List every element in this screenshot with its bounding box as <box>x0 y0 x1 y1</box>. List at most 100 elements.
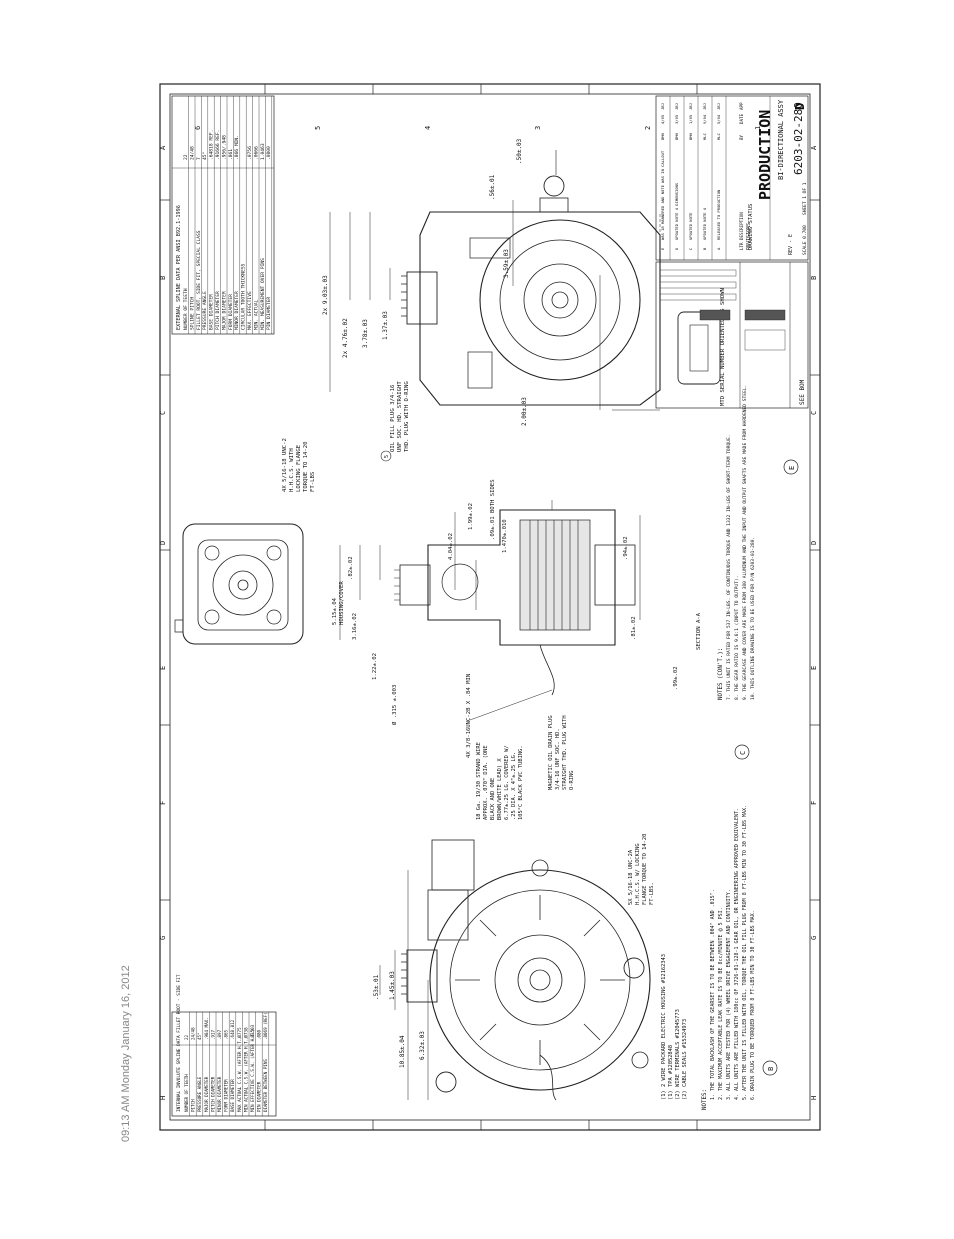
svg-text:5: 5 <box>384 455 390 458</box>
revisions-header: DESCRIPTION <box>739 212 744 240</box>
external-spline-value: .0756 <box>247 146 253 160</box>
external-spline-label: FORM DIAMETER <box>228 294 234 330</box>
dim-4-04: 4.04±.02 <box>448 533 454 560</box>
external-spline-table: EXTERNAL SPLINE DATA PER ANSI B92.1-1996… <box>171 95 275 335</box>
title-block: DRAWING STATUS PRODUCTION BI-DIRECTIONAL… <box>655 96 809 409</box>
external-spline-value: 22 <box>183 154 189 160</box>
bottom-bolt-line: H.H.C.S. W/ LOCKING <box>635 843 641 905</box>
internal-spline-title: INTERNAL INVOLUTE SPLINE DATA FILLET ROO… <box>176 974 182 1112</box>
zone-bottom-g: G <box>810 936 818 940</box>
top-bolt-line: LOCKING FLANGE <box>296 444 302 492</box>
internal-spline-value: .865 <box>224 1029 229 1040</box>
zone-ticks <box>160 84 820 1130</box>
zone-bottom-h: H <box>810 1096 818 1100</box>
internal-spline-label: PITCH DIAMETER <box>210 1076 215 1112</box>
internal-spline-label: MAJOR DIAMETER <box>204 1076 209 1112</box>
dim-10-85: 10.85±.04 <box>399 1035 406 1068</box>
rev-marker-b: B <box>767 1067 775 1071</box>
internal-spline-label: BASE DIAMETER <box>230 1079 235 1112</box>
external-spline-value: .861 <box>228 149 234 160</box>
note-item: 6. DRAIN PLUG TO BE TORQUED FROM 8 FT-LB… <box>750 910 756 1100</box>
revision-cell: C <box>688 248 693 250</box>
dim-3-16: 3.16±.02 <box>352 613 358 640</box>
internal-spline-value: .8069 (REF) <box>263 1012 268 1040</box>
revision-cell: MLC <box>716 133 721 140</box>
revisions-header: LTR <box>739 242 744 250</box>
dim-3-59: 3.59±.03 <box>503 249 510 278</box>
note-continued-item: 7. THIS UNIT IS RATED FOR 537 IN-LBS. OF… <box>726 434 732 700</box>
internal-spline-value: .0738 <box>243 1027 248 1040</box>
drawing-rev: REV - E <box>788 234 794 255</box>
drain-plug-line: O-RING <box>569 771 575 790</box>
internal-spline-value: 24/48 <box>191 1027 196 1040</box>
dim-2-00: 2.00±.03 <box>521 397 528 426</box>
internal-spline-value: .0775 <box>237 1027 242 1040</box>
external-spline-value: 1.0463 <box>260 143 266 160</box>
external-spline-label: MAJOR DIAMETER <box>221 291 227 330</box>
revision-cell: UPDATED NOTE <box>688 212 693 240</box>
top-bolt-line: TORQUE TO 14-20 <box>303 441 309 492</box>
external-spline-label: PIN DIAMETER <box>266 297 272 330</box>
internal-spline-value: .080 <box>257 1029 262 1040</box>
top-bolt-line: H.H.C.S. WITH <box>289 448 295 492</box>
revisions-title: REVISIONS <box>746 223 752 250</box>
internal-spline-label: NUMBER OF TEETH <box>184 1074 189 1112</box>
notes-title: NOTES: <box>702 1089 708 1110</box>
zone-top-f: F <box>159 801 167 805</box>
external-spline-value: 7 <box>196 157 202 160</box>
internal-spline-label: MINOR DIAMETER <box>217 1076 222 1112</box>
rev-marker-e: E <box>788 466 796 470</box>
revision-cell: E <box>660 247 665 250</box>
dim-09: .09±.01 BOTH SIDES <box>490 479 496 540</box>
dim-94: .94±.02 <box>623 536 629 560</box>
bottom-view-drawing <box>379 839 651 1101</box>
drawing-status-label: DRAWING STATUS <box>748 204 754 250</box>
oil-fill-line: UNF SOC. HD. STRAIGHT <box>397 381 403 452</box>
dim-1-99: 1.99±.02 <box>468 503 474 530</box>
external-spline-value: 24/48 <box>189 146 195 160</box>
internal-spline-label: MIN ACTUAL C.S.W. (AFTER H.T.) <box>243 1036 248 1112</box>
dim-56: .56±.01 <box>489 174 496 200</box>
revision-cell: JBJ <box>674 103 679 110</box>
notes-continued-block: NOTES (CON'T.):7. THIS UNIT IS RATED FOR… <box>718 385 756 700</box>
dim-1-470: 1.470±.010 <box>502 519 508 553</box>
internal-spline-value: .984 MAX. <box>204 1017 209 1040</box>
dim-315: Ø .315 ±.003 <box>391 685 398 725</box>
wire-callout-line: .25 DIA. X 4"±.25 LG. <box>511 752 517 820</box>
note-item: 4. ALL UNITS ARE FILLED WITH 180cc OF 37… <box>734 808 740 1100</box>
oil-fill-line: THD. PLUG WITH O-RING <box>404 381 410 452</box>
revision-cell: JBJ <box>716 103 721 110</box>
internal-spline-value: .897 <box>217 1029 222 1040</box>
connector-item: (1) TPA #12052848 <box>668 1045 674 1100</box>
drawing-sheet: SHEET 1 OF 1 <box>802 182 808 215</box>
internal-spline-label: PITCH <box>191 1099 196 1112</box>
zone-left-5: 5 <box>314 126 322 130</box>
external-spline-value: .64818 REF. <box>209 130 215 160</box>
external-spline-title: EXTERNAL SPLINE DATA PER ANSI B92.1-1996 <box>176 205 182 330</box>
housing-dim-line: 5.15±.04 <box>332 597 338 625</box>
revision-cell: 3/05 <box>674 115 679 124</box>
bottom-bolt-line: FT-LBS. <box>649 882 655 905</box>
revision-cell: 5/04 <box>716 114 721 124</box>
dim-99: .99±.02 <box>673 666 679 690</box>
revision-cell: JBJ <box>688 103 693 110</box>
print-timestamp: 09:13 AM Monday January 16, 2012 <box>120 965 132 1142</box>
notes-continued-title: NOTES (CON'T.): <box>718 648 724 700</box>
external-spline-label: PRESSURE ANGLE <box>202 291 208 330</box>
zone-left-6: 6 <box>194 126 202 130</box>
external-spline-value: .0666 <box>253 146 259 160</box>
zone-top-b: B <box>159 276 167 280</box>
revision-cell: BMH <box>688 132 693 140</box>
zone-bottom-f: F <box>810 801 818 805</box>
wire-callout-line: 18 Ga. 19/30 STRAND WIRE <box>476 742 482 820</box>
revisions-header: DATE <box>739 113 744 124</box>
internal-spline-label: PIN DIAMETER <box>257 1081 262 1112</box>
oil-fill-callout: 5 MTD SERIAL NUMBER ORIENTED AS SHOWN OI… <box>380 288 726 462</box>
connector-item: (1) 2 WIRE PACKARD ELECTRIC HOUSING #121… <box>661 954 667 1100</box>
external-spline-value: .0800 <box>266 146 272 160</box>
zone-bottom-b: B <box>810 276 818 280</box>
external-spline-label: MIN. ACTUAL <box>253 299 259 330</box>
dim-50: .50±.03 <box>516 138 523 164</box>
